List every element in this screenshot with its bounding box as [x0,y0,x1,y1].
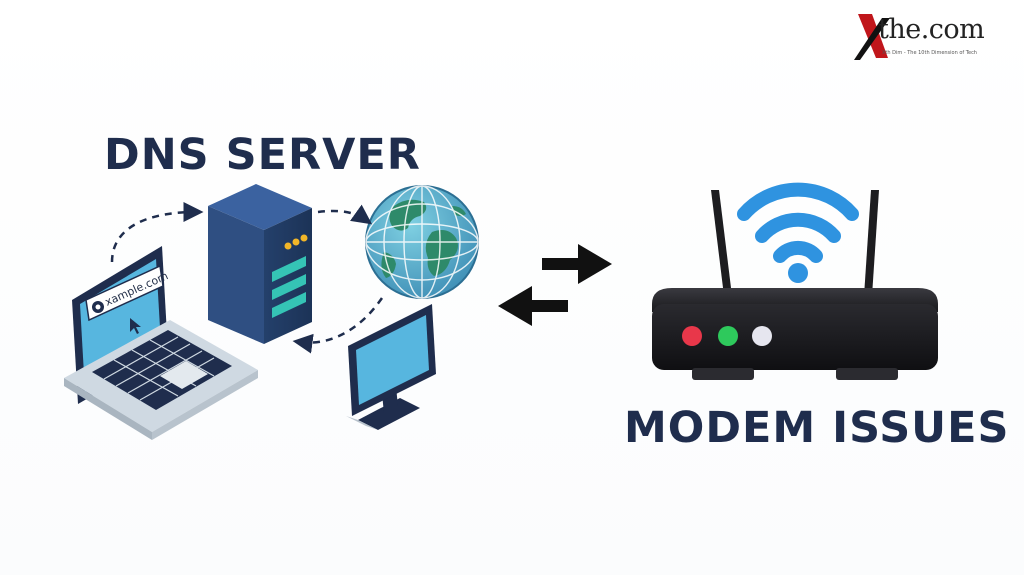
router-icon [652,190,938,380]
exchange-arrows-icon [498,244,612,326]
flow-arrows [110,202,384,354]
monitor-icon [346,304,436,430]
logo-brand: the.com [878,14,985,45]
site-logo: the.com Xth Dim - The 10th Dimension of … [852,10,1020,66]
wifi-icon [737,182,859,283]
modem-issues-title: MODEM ISSUES [624,403,1010,453]
server-icon [208,184,312,344]
led-red [682,326,702,346]
led-white [752,326,772,346]
logo-tagline: Xth Dim - The 10th Dimension of Tech [882,50,977,56]
led-green [718,326,738,346]
globe-icon [365,185,479,299]
dns-server-title: DNS SERVER [104,130,421,180]
logo-x-mark [854,14,890,60]
